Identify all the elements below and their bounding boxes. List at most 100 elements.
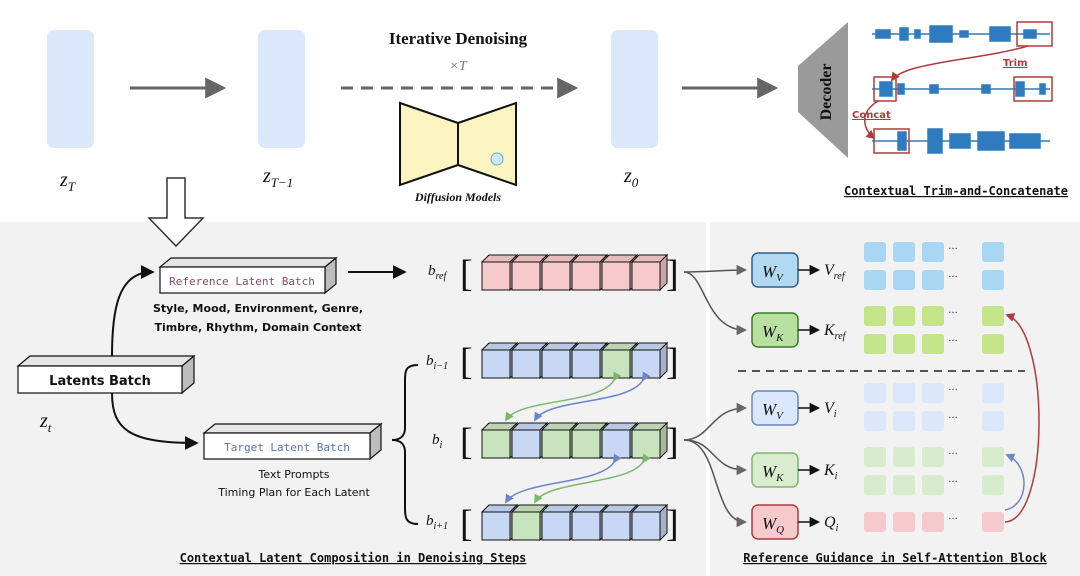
target-desc-line-1: Text Prompts: [258, 468, 330, 481]
token-ellipsis-vi-1: ...: [948, 382, 958, 393]
token-ellipsis-vref-1: ...: [948, 241, 958, 252]
concat-label: Concat: [852, 110, 891, 121]
iterative-denoising-title: Iterative Denoising: [389, 29, 528, 48]
concat-source-box-right: [1013, 76, 1053, 102]
decoder-label: Decoder: [818, 64, 835, 121]
swap-arrow-green-bottom: [534, 453, 651, 504]
token-qi-1-3: [922, 512, 944, 532]
z-T1-label: zT−1: [262, 165, 293, 190]
token-ki-1-1: [864, 447, 886, 467]
z-T-label: zT: [59, 169, 76, 194]
token-vref-2-3: [922, 270, 944, 290]
token-vi-2-3: [922, 411, 944, 431]
latent-cube-ref-6: [630, 253, 669, 292]
trim-label: Trim: [1003, 58, 1028, 69]
token-ki-2-1: [864, 475, 886, 495]
wq-i-label: WQ: [762, 514, 784, 536]
token-vi-1-2: [893, 383, 915, 403]
token-ellipsis-ki-2: ...: [948, 474, 958, 485]
ref-desc-line-1: Style, Mood, Environment, Genre,: [153, 302, 363, 315]
curly-brace: [391, 364, 419, 525]
arrow-bref-to-wk: [683, 271, 748, 336]
token-ellipsis-vi-2: ...: [948, 410, 958, 421]
wk-i-label: WK: [762, 462, 784, 484]
token-vref-1-4: [982, 242, 1004, 262]
arrow-latents-to-target: [111, 392, 199, 450]
bracket-ref-close: ]: [666, 253, 679, 295]
token-kref-1-4: [982, 306, 1004, 326]
waveform-row-1: [872, 25, 1050, 43]
blue-guidance-arrow: [1004, 453, 1025, 511]
bracket-i-close: ]: [666, 421, 679, 463]
times-T-label: ×T: [449, 59, 467, 74]
latent-cube-i-6: [630, 421, 669, 460]
trim-arrow: [890, 45, 1029, 82]
token-ki-1-2: [893, 447, 915, 467]
token-vi-1-4: [982, 383, 1004, 403]
b-next-label: bi+1: [426, 513, 448, 532]
concat-arrow: [864, 100, 879, 140]
latents-batch-box: [16, 354, 196, 395]
wv-ref-label: WV: [762, 262, 784, 284]
b-prev-label: bi−1: [426, 353, 448, 372]
snowflake-icon: [490, 152, 504, 166]
token-vi-1-1: [864, 383, 886, 403]
token-ellipsis-ki-1: ...: [948, 446, 958, 457]
bracket-ref-open: [: [460, 253, 473, 295]
concat-result-box: [873, 128, 910, 154]
z-0-label: z0: [623, 165, 639, 190]
diffusion-models-label: Diffusion Models: [414, 190, 501, 204]
bracket-prev-close: ]: [666, 341, 679, 383]
latent-cube-next-6: [630, 503, 669, 542]
cube-layer: [480, 253, 669, 542]
wv-i-label: WV: [762, 400, 784, 422]
latent-zT1-block: [258, 30, 305, 148]
trim-concat-caption: Contextual Trim-and-Concatenate: [844, 184, 1068, 198]
wk-ref-label: WK: [762, 322, 784, 344]
latent-cube-prev-6: [630, 341, 669, 380]
k-ref-label: Kref: [823, 322, 847, 342]
decoder-shape: [798, 22, 848, 158]
latent-zT-block: [47, 30, 94, 148]
token-kref-2-1: [864, 334, 886, 354]
latent-z0-block: [611, 30, 658, 148]
q-i-label: Qi: [824, 514, 839, 534]
token-ki-2-2: [893, 475, 915, 495]
token-kref-1-3: [922, 306, 944, 326]
target-latent-batch-box: [202, 422, 383, 461]
latent-composition-caption: Contextual Latent Composition in Denoisi…: [180, 551, 527, 565]
swap-arrow-blue-top: [534, 371, 651, 422]
token-ellipsis-qi-1: ...: [948, 511, 958, 522]
arrow-bi-to-wk: [683, 439, 748, 476]
b-ref-label: bref: [428, 263, 447, 282]
token-kref-1-2: [893, 306, 915, 326]
token-kref-1-1: [864, 306, 886, 326]
arrow-latents-to-ref: [111, 265, 155, 357]
v-i-label: Vi: [824, 400, 837, 420]
b-i-label: bi: [432, 432, 443, 451]
token-ellipsis-kref-2: ...: [948, 333, 958, 344]
concat-source-box-left: [873, 76, 897, 102]
token-ki-1-4: [982, 447, 1004, 467]
token-kref-2-4: [982, 334, 1004, 354]
waveform-row-3: [872, 128, 1050, 154]
arrow-bref-to-wv: [683, 264, 748, 276]
token-vref-1-2: [893, 242, 915, 262]
token-vi-1-3: [922, 383, 944, 403]
token-qi-1-4: [982, 512, 1004, 532]
red-guidance-arrow: [1004, 313, 1040, 523]
latents-batch-label: Latents Batch: [49, 374, 151, 389]
reference-latent-batch-label: Reference Latent Batch: [169, 275, 315, 288]
self-attention-caption: Reference Guidance in Self-Attention Blo…: [743, 551, 1047, 565]
arrow-bi-to-wv: [683, 402, 748, 441]
token-ellipsis-kref-1: ...: [948, 305, 958, 316]
token-vi-2-1: [864, 411, 886, 431]
v-ref-label: Vref: [824, 262, 846, 282]
waveform-row-2: [872, 81, 1050, 97]
trim-box: [1016, 21, 1053, 47]
token-kref-2-2: [893, 334, 915, 354]
token-vref-2-4: [982, 270, 1004, 290]
token-vref-1-3: [922, 242, 944, 262]
